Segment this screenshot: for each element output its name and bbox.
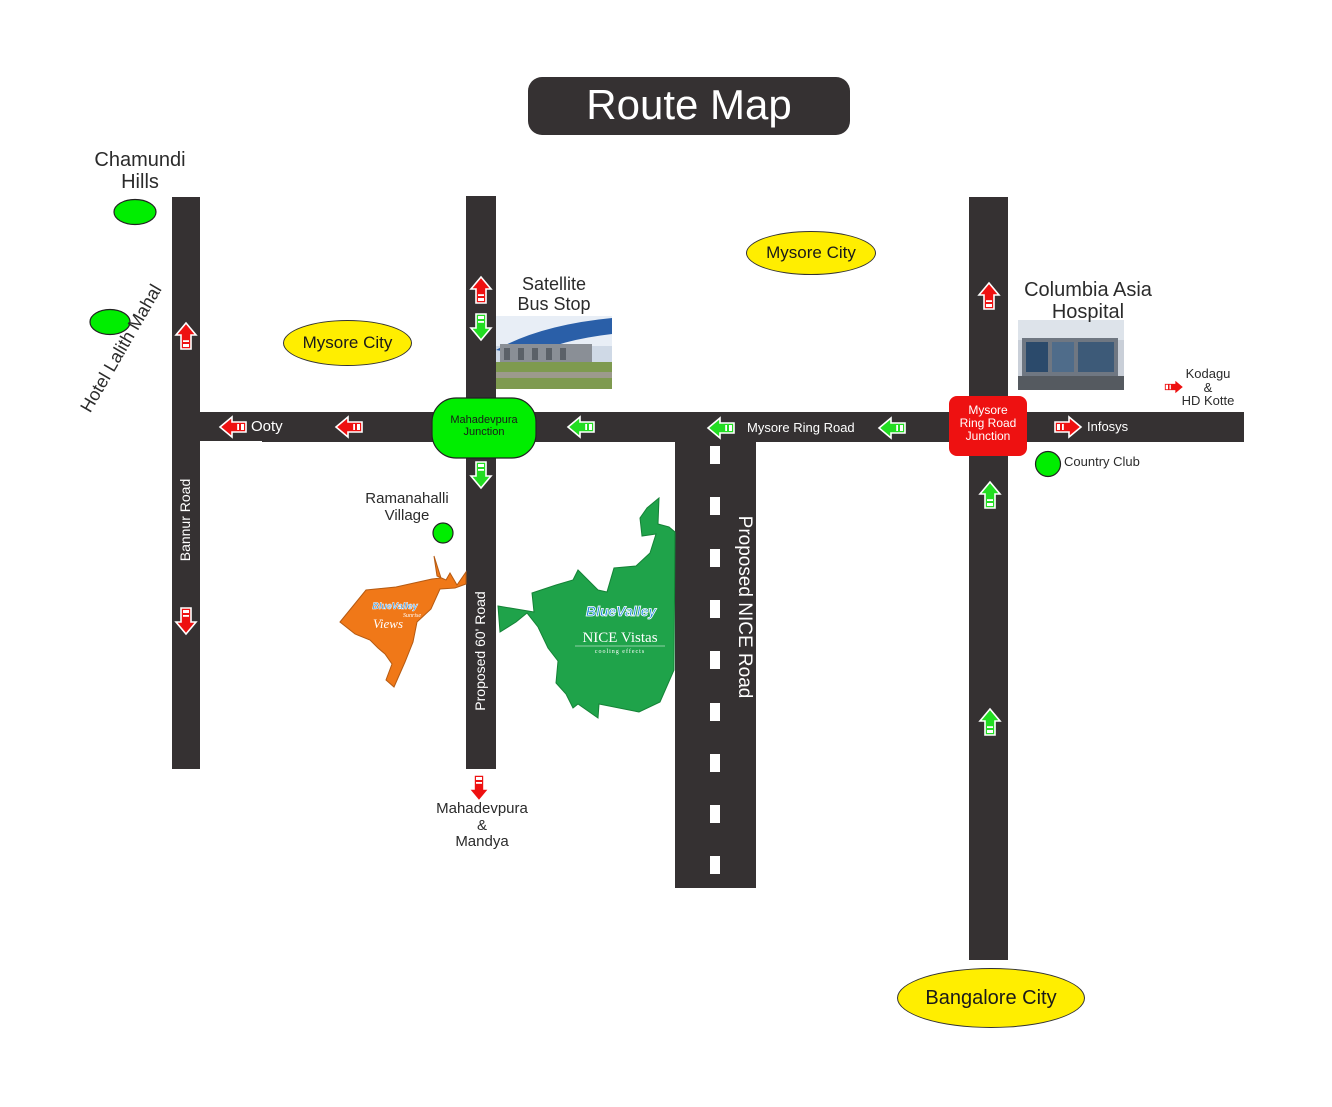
lalith-mahal-marker [89, 308, 131, 336]
bannur-road-label: Bannur Road [177, 478, 193, 562]
ooty-road-label: Ooty [251, 418, 283, 435]
vistas-plot [497, 496, 676, 719]
page-title: Route Map [528, 77, 850, 135]
views-plot [339, 555, 467, 688]
infosys-road-label: Infosys [1087, 419, 1129, 434]
mahadevpura-mandya-label: Mahadevpura & Mandya [436, 800, 528, 850]
mysore-city-top: Mysore City [746, 231, 876, 275]
proposed-60-road-label: Proposed 60' Road [472, 591, 488, 711]
views-brand: BlueValley [372, 601, 418, 611]
hospital-photo [1018, 320, 1124, 390]
east-road [969, 197, 1008, 960]
vistas-tagline: cooling effects [595, 648, 645, 655]
ramanahalli-village-label: Ramanahalli Village [365, 490, 449, 524]
mysore-city-left: Mysore City [283, 320, 412, 366]
ring-road-junction-label: Mysore Ring Road Junction [959, 403, 1017, 444]
proposed-nice-road-label: Proposed NICE Road [734, 515, 755, 699]
chamundi-hills-marker [113, 198, 157, 226]
mahadevpura-junction-shape [431, 397, 537, 459]
ring-road-junction-shape [949, 396, 1027, 456]
ramanahalli-marker [432, 522, 454, 544]
nice-road-dashes [710, 446, 720, 874]
bannur-road [172, 197, 200, 769]
views-name: Views [373, 616, 403, 631]
vistas-brand: BlueValley [586, 603, 658, 619]
kodagu-hd-kotte-label: Kodagu & HD Kotte [1181, 366, 1235, 409]
mahadevpura-junction-label: Mahadevpura Junction [450, 414, 518, 439]
mysore-ring-road-label: Mysore Ring Road [747, 420, 855, 435]
arrow-south-mandya [468, 774, 490, 802]
views-sub: Sunrise [403, 613, 421, 619]
chamundi-hills-label: Chamundi Hills [94, 149, 186, 194]
bangalore-city: Bangalore City [897, 968, 1085, 1028]
country-club-marker [1034, 450, 1062, 478]
country-club-label: Country Club [1064, 454, 1140, 469]
vistas-name: NICE Vistas [582, 630, 657, 646]
columbia-asia-label: Columbia Asia Hospital [1024, 279, 1152, 324]
satellite-bus-stop-label: Satellite Bus Stop [517, 274, 591, 315]
bus-stop-photo [496, 316, 612, 389]
